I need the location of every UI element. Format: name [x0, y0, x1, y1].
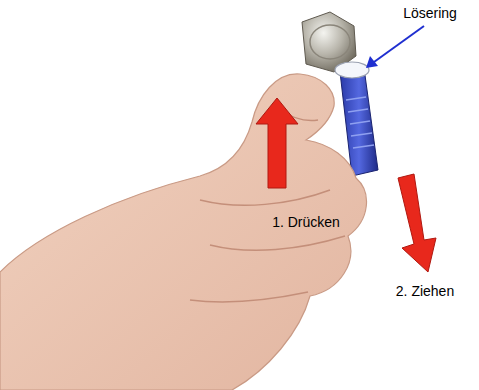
annotation-label: 2. Ziehen [396, 283, 454, 300]
hand [0, 74, 366, 390]
annotation-label: Lösering [403, 5, 457, 22]
leader-arrowhead [366, 56, 378, 68]
fitting-bore [310, 25, 350, 59]
pull-arrow [398, 174, 436, 272]
annotation-label: 1. Drücken [272, 214, 340, 231]
release-ring [335, 62, 369, 78]
tube-ridges [346, 97, 374, 148]
push-arrow [256, 98, 298, 188]
leader-line [374, 26, 424, 62]
